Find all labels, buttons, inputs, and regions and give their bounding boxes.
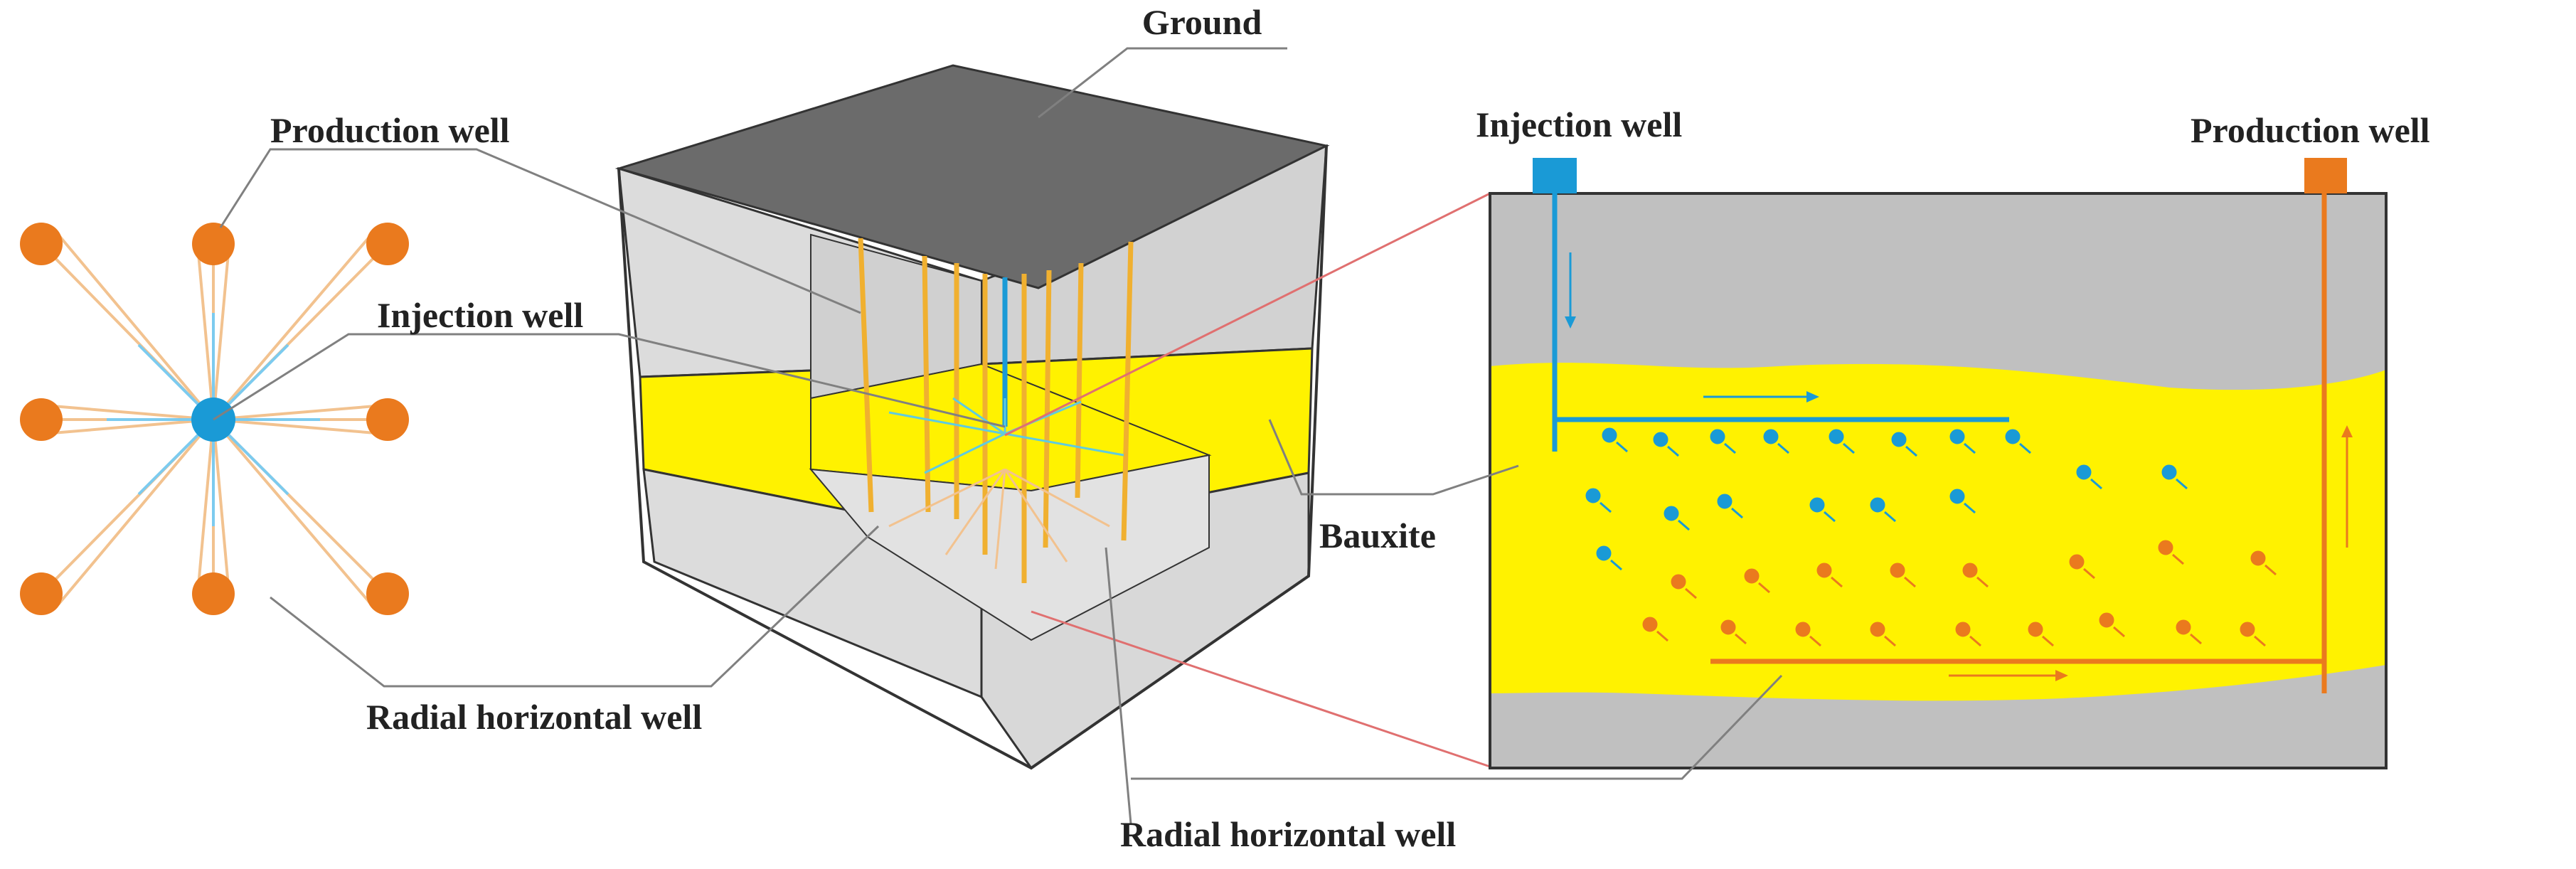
label-radial-horizontal-well-left: Radial horizontal well — [366, 697, 702, 737]
flow-arrow-head — [1565, 316, 1576, 329]
particle — [1720, 619, 1747, 645]
production-well-marker — [366, 398, 409, 441]
production-fluid-particles — [1642, 540, 2277, 647]
plan-view-well-pattern — [20, 223, 409, 615]
particle — [1653, 432, 1679, 457]
production-well-marker — [366, 223, 409, 265]
particle — [2161, 464, 2188, 490]
particle — [1891, 432, 1917, 457]
production-wells-3d — [858, 238, 1134, 583]
particle — [1816, 563, 1843, 588]
particle — [1949, 429, 1976, 454]
particle — [2240, 622, 2266, 647]
particle — [2250, 550, 2277, 576]
radial-branches-3d — [888, 397, 1124, 570]
flow-arrow-head — [2341, 425, 2353, 437]
label-bauxite: Bauxite — [1319, 516, 1436, 555]
particle — [1664, 506, 1690, 531]
particle — [1602, 427, 1628, 453]
particle — [1710, 429, 1736, 454]
particle — [2005, 429, 2031, 454]
production-well-marker — [20, 398, 63, 441]
production-well-marker — [192, 572, 235, 615]
injection-wellhead — [1533, 158, 1577, 193]
flow-arrow-head — [1806, 391, 1819, 402]
particle — [1949, 489, 1976, 514]
3d-block — [614, 64, 1330, 770]
particle — [1890, 563, 1916, 588]
particle — [1955, 622, 1981, 647]
particle — [2076, 464, 2102, 490]
production-well-marker — [20, 572, 63, 615]
label-injection-well-right: Injection well — [1476, 105, 1682, 144]
particle — [1671, 574, 1697, 599]
ground-top-face — [614, 64, 1330, 289]
section-bauxite-layer — [1490, 363, 2386, 701]
production-well-marker — [366, 572, 409, 615]
particle — [1795, 622, 1821, 647]
particle — [1870, 622, 1896, 647]
label-injection-well-left: Injection well — [377, 295, 583, 335]
production-well-marker — [20, 223, 63, 265]
particle — [1870, 497, 1896, 523]
production-well-markers — [20, 223, 409, 615]
particle — [1585, 488, 1612, 513]
particle — [1962, 563, 1989, 588]
label-production-well-left: Production well — [270, 110, 510, 150]
particle — [1642, 617, 1668, 642]
production-well-marker — [192, 223, 235, 265]
cross-section — [1489, 158, 2388, 769]
particle — [1829, 429, 1855, 454]
particle — [2069, 554, 2095, 580]
particle — [2158, 540, 2184, 565]
particle — [1717, 494, 1743, 519]
particle — [1763, 429, 1789, 454]
particle — [2099, 612, 2125, 638]
particle — [1596, 545, 1622, 571]
leader-lines — [213, 47, 1783, 824]
label-radial-horizontal-well-right: Radial horizontal well — [1120, 814, 1456, 854]
particle — [2028, 622, 2054, 647]
production-wellhead — [2304, 158, 2347, 193]
block-outline-front — [617, 145, 1328, 770]
label-production-well-right: Production well — [2191, 110, 2430, 150]
particle — [2176, 619, 2202, 645]
particle — [1744, 568, 1770, 594]
label-ground: Ground — [1142, 2, 1262, 42]
zoom-connector-lines — [1004, 192, 1491, 768]
particle — [1809, 497, 1836, 523]
injection-fluid-particles — [1585, 427, 2188, 571]
flow-arrow-head — [2055, 670, 2068, 681]
